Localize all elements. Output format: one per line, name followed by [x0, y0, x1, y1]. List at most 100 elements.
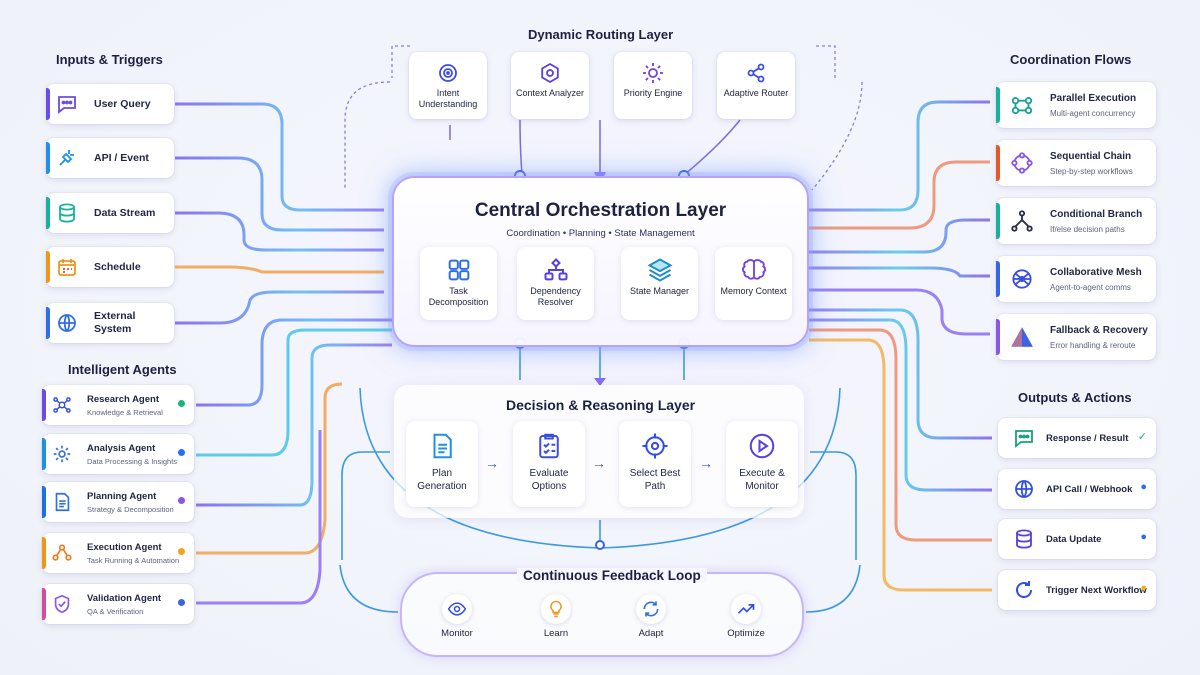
brain-icon [740, 256, 768, 284]
status-dot-icon: ● [1140, 582, 1147, 594]
central-subtitle: Coordination • Planning • State Manageme… [506, 228, 695, 239]
output-label: Response / Result [1046, 432, 1129, 444]
feedback-label: Optimize [727, 628, 765, 639]
agents-section-title: Intelligent Agents [68, 362, 177, 377]
decision-label: Evaluate Options [529, 468, 569, 492]
module-task-decomposition[interactable]: Task Decomposition [420, 247, 497, 320]
accent-bar [46, 197, 50, 229]
lightbulb-icon [541, 594, 571, 624]
workflow-icon [50, 541, 74, 565]
chain-icon [1008, 149, 1036, 177]
output-data-update[interactable]: Data Update ● [998, 519, 1156, 559]
input-external-system[interactable]: External System [46, 303, 174, 343]
input-data-stream[interactable]: Data Stream [46, 193, 174, 233]
routing-label: Priority Engine [623, 88, 683, 98]
flow-title: Parallel Execution [1050, 92, 1137, 104]
agent-subtitle: Strategy & Decomposition [87, 504, 174, 514]
accent-bar [996, 319, 1000, 355]
flow-title: Sequential Chain [1050, 150, 1132, 162]
agent-title: Planning Agent [87, 490, 157, 502]
module-label: Dependency Resolver [530, 286, 581, 307]
coordination-section-title: Coordination Flows [1010, 52, 1132, 67]
feedback-monitor[interactable]: Monitor [427, 594, 487, 639]
accent-bar [996, 203, 1000, 239]
routing-adaptive-router[interactable]: Adaptive Router [717, 52, 795, 119]
grid-icon [445, 256, 473, 284]
accent-bar [46, 307, 50, 339]
input-label: API / Event [94, 151, 149, 164]
globe-icon [1010, 475, 1038, 503]
decision-plan-generation[interactable]: Plan Generation [406, 421, 478, 507]
routing-context-analyzer[interactable]: Context Analyzer [511, 52, 589, 119]
input-label: Data Stream [94, 206, 156, 219]
central-orchestration-layer: Central Orchestration Layer Coordination… [392, 176, 809, 347]
refresh-icon [636, 594, 666, 624]
database-icon [54, 200, 80, 226]
input-label: User Query [94, 97, 151, 110]
decision-label: Execute & Monitor [739, 468, 785, 492]
input-label: Schedule [94, 260, 141, 273]
chat-icon [1010, 424, 1038, 452]
feedback-learn[interactable]: Learn [526, 594, 586, 639]
central-title: Central Orchestration Layer [474, 200, 727, 221]
arrow-right-icon: → [592, 455, 606, 471]
feedback-adapt[interactable]: Adapt [621, 594, 681, 639]
branch-icon [1008, 207, 1036, 235]
agent-title: Analysis Agent [87, 442, 156, 454]
agent-title: Validation Agent [87, 592, 162, 604]
feedback-optimize[interactable]: Optimize [716, 594, 776, 639]
agent-subtitle: Data Processing & Insights [87, 456, 178, 466]
decision-section-title: Decision & Reasoning Layer [506, 397, 696, 413]
plug-icon [54, 145, 80, 171]
routing-label: Context Analyzer [515, 88, 585, 98]
output-label: Data Update [1046, 533, 1102, 545]
input-label: External System [94, 310, 136, 335]
feedback-section-title: Continuous Feedback Loop [517, 568, 707, 583]
layers-icon [646, 256, 674, 284]
status-dot [178, 497, 185, 504]
output-response-result[interactable]: Response / Result ✓ [998, 418, 1156, 458]
accent-bar [996, 87, 1000, 123]
input-schedule[interactable]: Schedule [46, 247, 174, 287]
output-trigger-next-workflow[interactable]: Trigger Next Workflow ● [998, 570, 1156, 610]
input-user-query[interactable]: User Query [46, 84, 174, 124]
eye-icon [442, 594, 472, 624]
flow-subtitle: If/else decision paths [1050, 224, 1125, 234]
module-memory-context[interactable]: Memory Context [715, 247, 792, 320]
status-dot-icon: ● [1140, 481, 1147, 493]
accent-bar [42, 486, 46, 518]
trend-icon [731, 594, 761, 624]
module-dependency-resolver[interactable]: Dependency Resolver [517, 247, 594, 320]
decision-execute-monitor[interactable]: Execute & Monitor [726, 421, 798, 507]
arrow-right-icon: → [485, 455, 499, 471]
play-icon [747, 431, 777, 461]
routing-priority-engine[interactable]: Priority Engine [614, 52, 692, 119]
decision-select-best-path[interactable]: Select Best Path [619, 421, 691, 507]
routing-intent-understanding[interactable]: Intent Understanding [409, 52, 487, 119]
flow-title: Fallback & Recovery [1050, 324, 1148, 336]
calendar-icon [54, 254, 80, 280]
routing-section-title: Dynamic Routing Layer [528, 27, 674, 42]
module-state-manager[interactable]: State Manager [621, 247, 698, 320]
feedback-label: Learn [543, 628, 569, 639]
mesh-icon [1008, 265, 1036, 293]
decision-evaluate-options[interactable]: Evaluate Options [513, 421, 585, 507]
flow-subtitle: Step-by-step workflows [1050, 166, 1133, 176]
inputs-section-title: Inputs & Triggers [56, 52, 163, 67]
context-icon [538, 61, 562, 85]
accent-bar [42, 537, 46, 569]
status-dot [178, 548, 185, 555]
output-api-call-webhook[interactable]: API Call / Webhook ● [998, 469, 1156, 509]
accent-bar [46, 251, 50, 283]
input-api-event[interactable]: API / Event [46, 138, 174, 178]
